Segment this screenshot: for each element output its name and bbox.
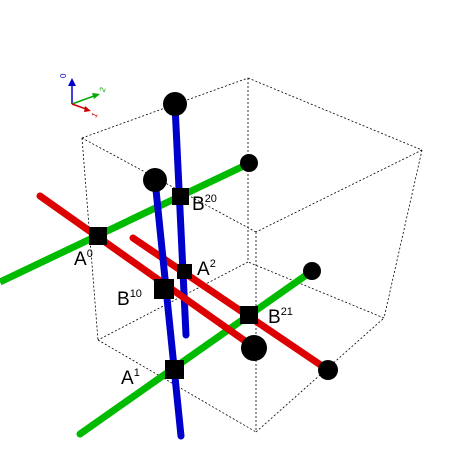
box-edge [97,261,249,341]
label-b20: B20 [192,193,217,215]
axis-x-line [71,103,87,110]
red-rod-front [36,192,259,352]
label-b10: B10 [117,288,142,310]
sphere-node [240,154,258,172]
axis-z-arrowhead [68,78,76,86]
junction-cube [165,360,184,379]
box-edge [81,137,257,233]
box-edge [247,261,385,319]
junction-cube [240,306,258,324]
box-edge [247,77,423,151]
blue-rod-front [151,176,185,440]
axis-x-arrowhead [84,106,91,112]
label-a1: A1 [121,367,140,389]
box-edge [255,149,423,233]
junction-cube [154,279,174,299]
junction-cube [89,227,107,245]
axis-x-label: 1 [90,110,100,119]
box-edge [383,149,423,319]
sphere-node [241,335,267,361]
sphere-node [303,262,321,280]
green-rod-lower [76,267,316,438]
sphere-node [143,168,167,192]
label-b21: B21 [268,306,293,328]
axis-y-arrowhead [92,93,100,99]
axis-z-label: 0 [59,73,68,78]
axis-y-label: 2 [98,85,108,93]
label-a0: A0 [74,248,93,270]
axis-y-line [71,95,95,105]
sphere-node [163,92,187,116]
junction-cube [177,264,192,279]
box-edge [97,339,257,433]
sphere-node [318,360,338,380]
label-a2: A2 [197,258,216,280]
green-rod-upper [0,159,252,286]
axis-gizmo: 0 2 1 [59,73,108,119]
junction-cube [172,188,189,205]
